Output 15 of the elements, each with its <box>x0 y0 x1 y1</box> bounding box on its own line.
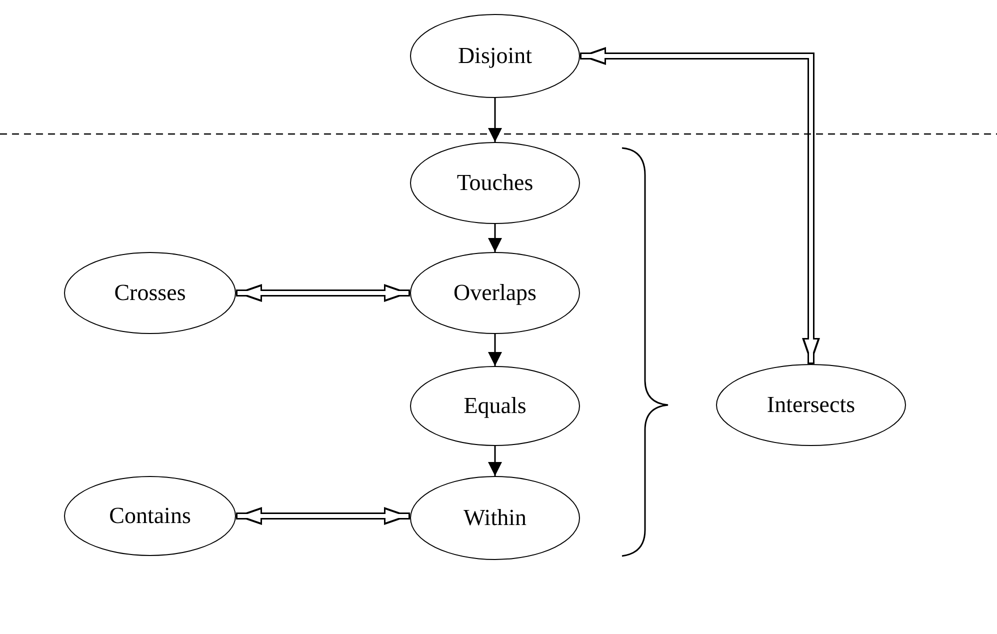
node-label: Intersects <box>766 392 856 418</box>
node-label: Contains <box>109 503 191 529</box>
node-label: Touches <box>456 170 534 196</box>
double-line-arrow <box>236 507 410 525</box>
double-line-arrow <box>236 284 410 302</box>
node-label: Within <box>464 505 526 531</box>
node-label: Overlaps <box>453 280 537 306</box>
node-label: Equals <box>464 393 526 419</box>
arrow <box>488 446 502 476</box>
double-line-arrow <box>580 47 820 364</box>
arrow <box>488 98 502 142</box>
arrow <box>488 334 502 366</box>
arrow <box>488 224 502 252</box>
node-label: Disjoint <box>458 43 532 69</box>
node-label: Crosses <box>114 280 186 306</box>
